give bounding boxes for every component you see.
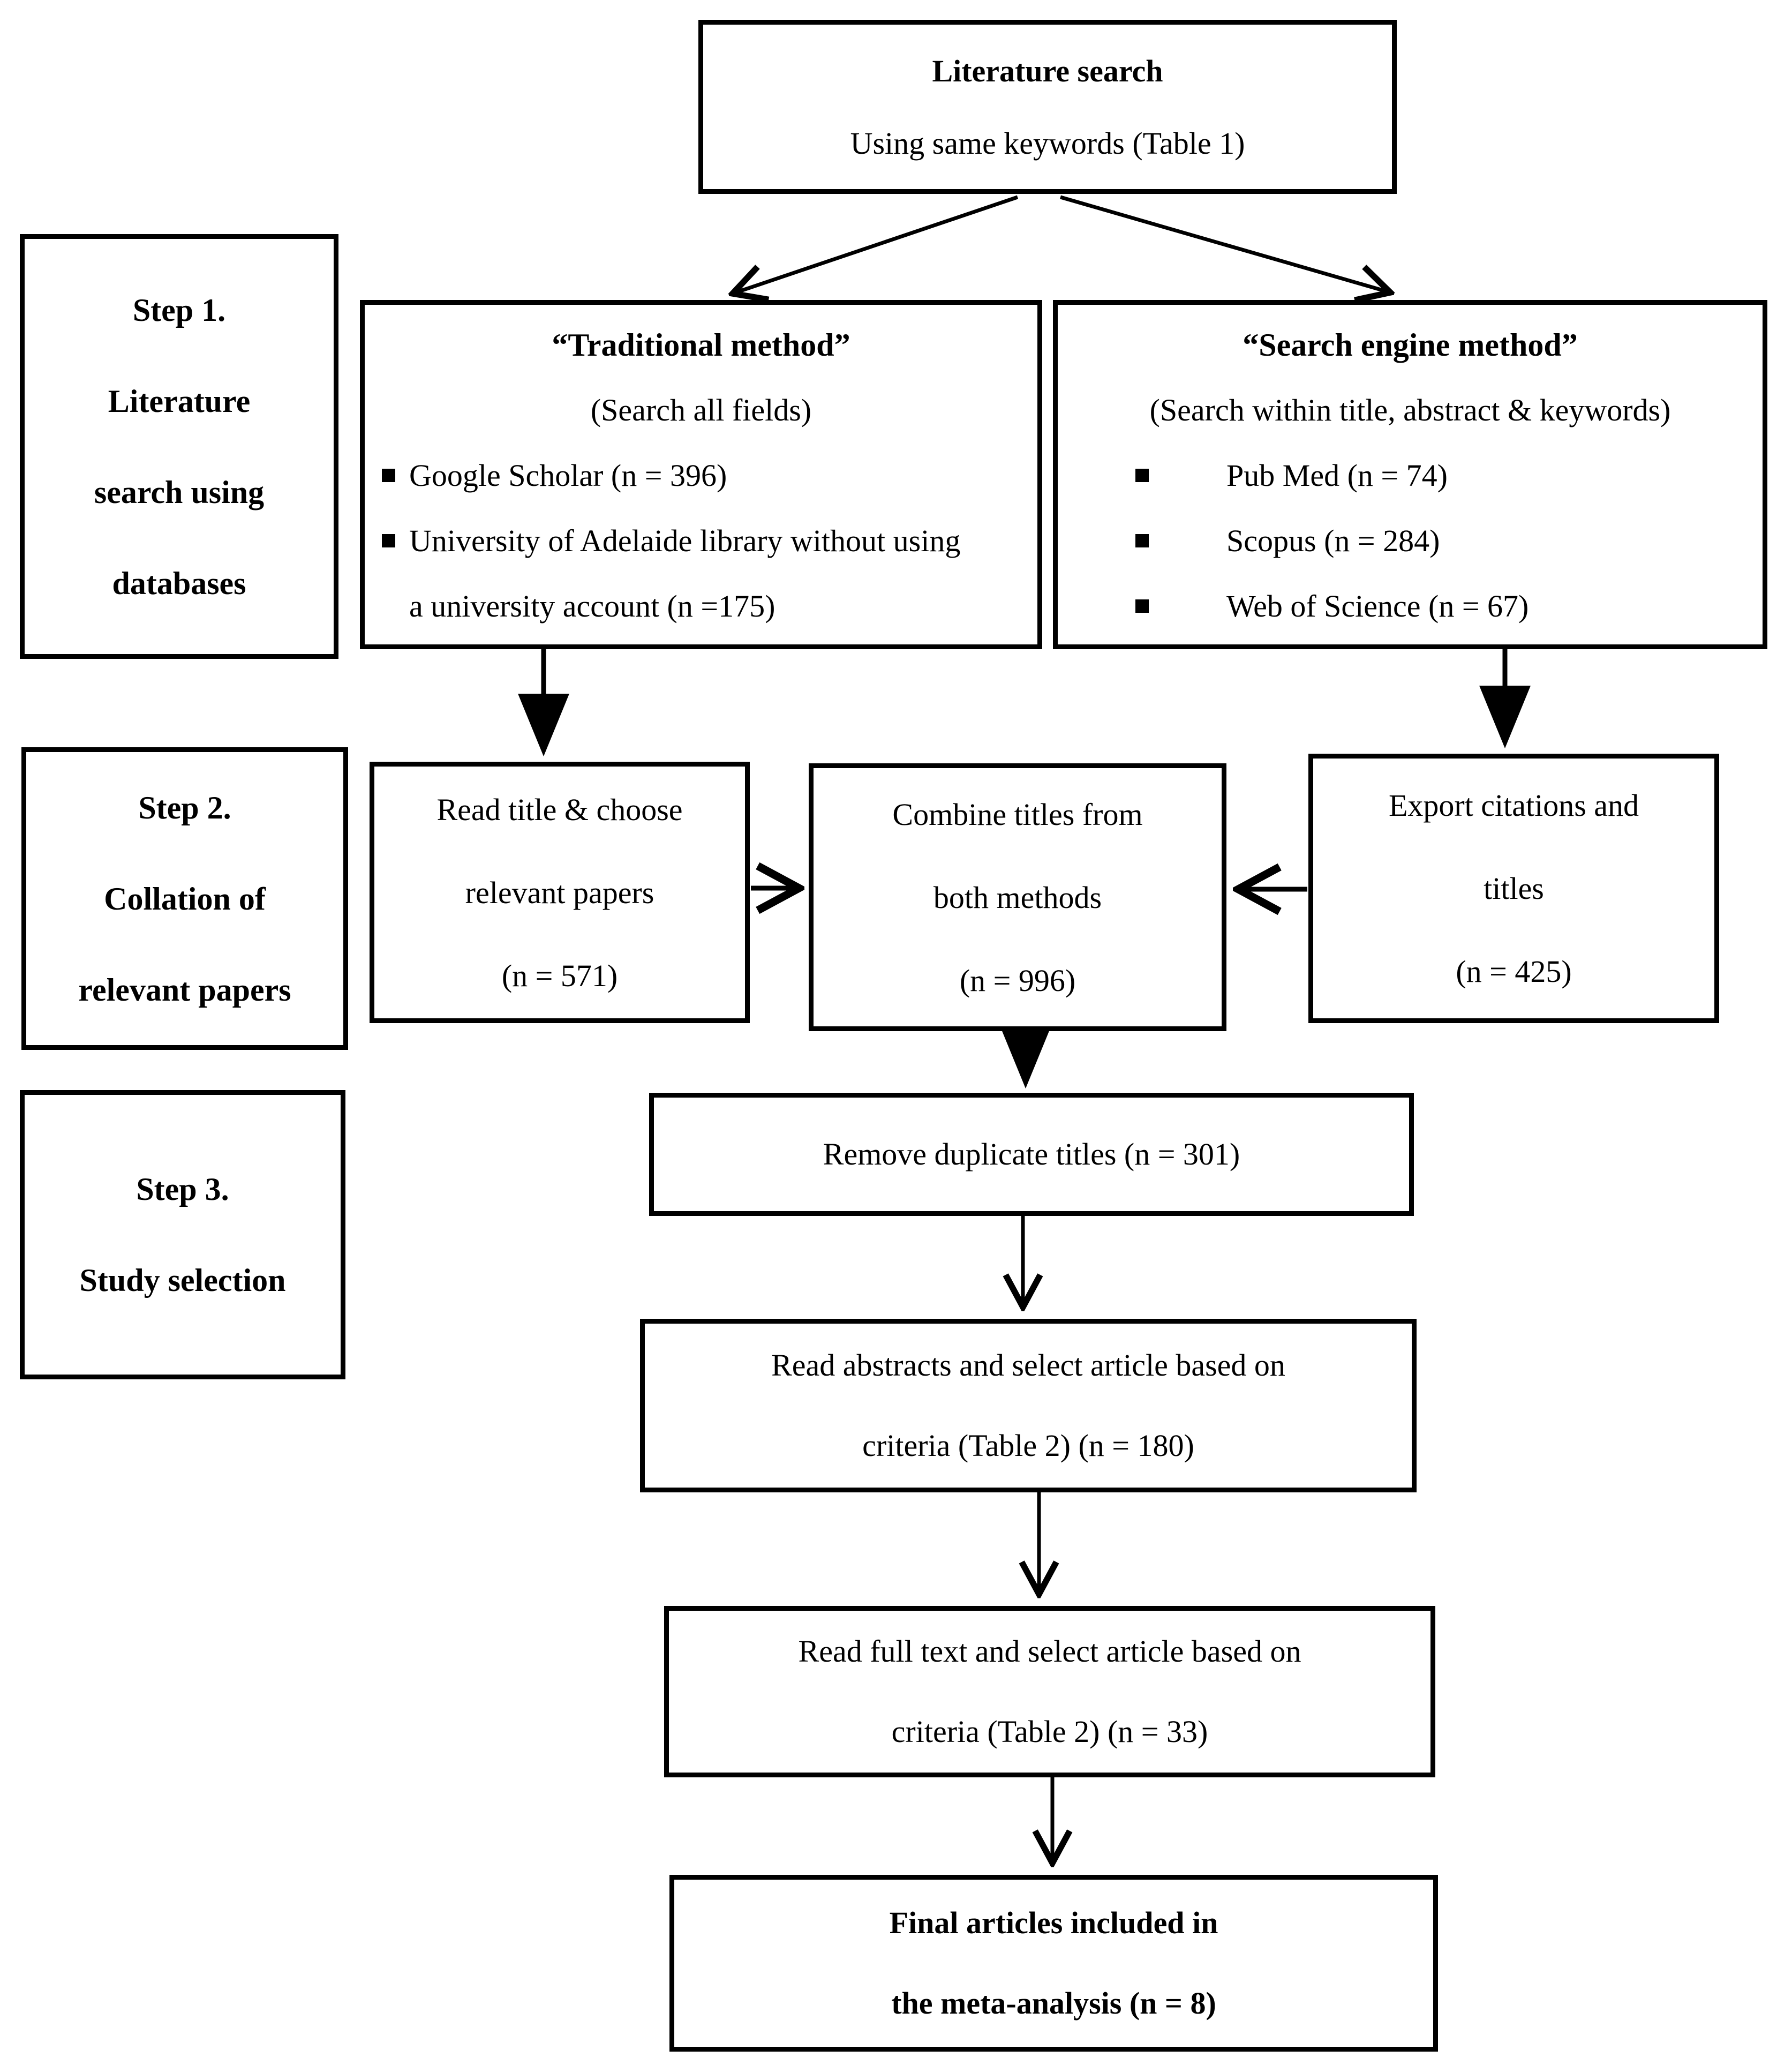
export-citations-line: titles xyxy=(1484,871,1544,906)
step1-line: search using xyxy=(94,474,265,510)
square-bullet-icon xyxy=(1135,534,1149,547)
arrow-literature-to-search-engine xyxy=(1060,195,1390,292)
square-bullet-icon xyxy=(1135,599,1149,613)
search-engine-bullet-list: Pub Med (n = 74) Scopus (n = 284) Web of… xyxy=(1068,443,1752,639)
bullet-item: Scopus (n = 284) xyxy=(1135,508,1752,574)
final-articles-line: the meta-analysis (n = 8) xyxy=(891,1986,1216,2021)
read-title-line: relevant papers xyxy=(465,875,654,910)
step2-line: Collation of xyxy=(104,881,266,917)
search-engine-method-title: “Search engine method” xyxy=(1243,327,1578,363)
remove-duplicates-label: Remove duplicate titles (n = 301) xyxy=(823,1137,1240,1172)
combine-titles-line: Combine titles from xyxy=(892,797,1143,832)
search-engine-method-subtitle: (Search within title, abstract & keyword… xyxy=(1149,393,1671,427)
step3-label-box: Step 3. Study selection xyxy=(20,1090,345,1379)
combine-titles-line: both methods xyxy=(933,880,1102,915)
read-title-box: Read title & choose relevant papers (n =… xyxy=(370,762,750,1023)
export-citations-box: Export citations and titles (n = 425) xyxy=(1308,754,1719,1023)
square-bullet-icon xyxy=(382,534,395,547)
step1-label-box: Step 1. Literature search using database… xyxy=(20,234,338,659)
search-engine-method-box: “Search engine method” (Search within ti… xyxy=(1053,300,1767,649)
final-articles-box: Final articles included in the meta-anal… xyxy=(669,1875,1438,2052)
step1-line: Step 1. xyxy=(132,292,226,328)
bullet-item: Google Scholar (n = 396) xyxy=(382,443,1027,508)
bullet-text: Google Scholar (n = 396) xyxy=(409,458,727,493)
bullet-text: Scopus (n = 284) xyxy=(1226,523,1440,558)
traditional-method-box: “Traditional method” (Search all fields)… xyxy=(360,300,1042,649)
literature-search-title: Literature search xyxy=(932,53,1163,88)
step3-line: Step 3. xyxy=(136,1172,229,1207)
read-full-text-line: Read full text and select article based … xyxy=(798,1634,1301,1669)
step2-line: relevant papers xyxy=(78,972,291,1008)
read-abstracts-line: criteria (Table 2) (n = 180) xyxy=(862,1428,1194,1463)
read-abstracts-line: Read abstracts and select article based … xyxy=(771,1348,1285,1383)
square-bullet-icon xyxy=(1135,469,1149,482)
bullet-text: Pub Med (n = 74) xyxy=(1226,458,1448,493)
bullet-item: University of Adelaide library without u… xyxy=(382,508,1027,639)
step2-label-box: Step 2. Collation of relevant papers xyxy=(21,747,348,1050)
traditional-method-title: “Traditional method” xyxy=(552,327,850,363)
traditional-bullet-list: Google Scholar (n = 396) University of A… xyxy=(375,443,1027,639)
read-full-text-line: criteria (Table 2) (n = 33) xyxy=(891,1714,1208,1749)
step1-line: databases xyxy=(112,565,246,601)
final-articles-line: Final articles included in xyxy=(889,1905,1218,1940)
read-abstracts-box: Read abstracts and select article based … xyxy=(640,1319,1417,1492)
bullet-item: Pub Med (n = 74) xyxy=(1135,443,1752,508)
step2-line: Step 2. xyxy=(138,790,231,825)
remove-duplicates-box: Remove duplicate titles (n = 301) xyxy=(649,1093,1414,1216)
export-citations-line: Export citations and xyxy=(1388,788,1639,823)
arrow-literature-to-traditional xyxy=(733,195,1019,294)
literature-search-subtitle: Using same keywords (Table 1) xyxy=(850,125,1245,161)
bullet-text: University of Adelaide library without u… xyxy=(409,523,961,624)
read-full-text-box: Read full text and select article based … xyxy=(664,1606,1435,1777)
square-bullet-icon xyxy=(382,469,395,482)
read-title-line: (n = 571) xyxy=(501,958,618,993)
step1-line: Literature xyxy=(108,383,251,419)
read-title-line: Read title & choose xyxy=(436,792,683,827)
traditional-method-subtitle: (Search all fields) xyxy=(590,393,812,427)
bullet-text: Web of Science (n = 67) xyxy=(1226,589,1529,624)
combine-titles-line: (n = 996) xyxy=(959,963,1076,998)
step3-line: Study selection xyxy=(79,1263,286,1298)
combine-titles-box: Combine titles from both methods (n = 99… xyxy=(809,763,1226,1031)
bullet-item: Web of Science (n = 67) xyxy=(1135,574,1752,639)
literature-search-box: Literature search Using same keywords (T… xyxy=(698,20,1397,194)
export-citations-line: (n = 425) xyxy=(1456,954,1572,989)
